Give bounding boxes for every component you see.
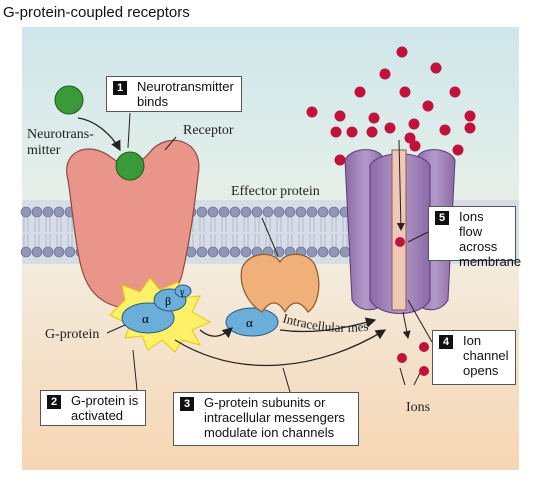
step2-callout: 2 G-protein is activated xyxy=(40,390,146,426)
step4-leader xyxy=(407,299,433,343)
receptor-protein xyxy=(66,139,200,310)
ion xyxy=(464,122,476,134)
released-ion xyxy=(397,353,407,363)
step2-number: 2 xyxy=(47,395,61,409)
step3-text: G-protein subunits or intracellular mess… xyxy=(204,395,345,440)
beta-symbol: β xyxy=(165,294,171,308)
extracellular-ions xyxy=(306,46,476,166)
step1-leader xyxy=(127,112,131,149)
ion xyxy=(430,62,442,74)
ion xyxy=(396,46,408,58)
ion xyxy=(449,86,461,98)
g-protein-label: G-protein xyxy=(45,327,100,342)
ion xyxy=(354,86,366,98)
ion xyxy=(306,106,318,118)
ion xyxy=(330,126,342,138)
g-protein-alpha xyxy=(121,302,175,334)
step2-text: G-protein is activated xyxy=(71,393,139,423)
released-ion xyxy=(419,366,429,376)
receptor-leader xyxy=(164,136,177,151)
ion xyxy=(366,126,378,138)
step1-number: 1 xyxy=(113,81,127,95)
ion xyxy=(368,112,380,124)
step1-text: Neurotransmitter binds xyxy=(137,79,234,109)
ion-flow-arrow xyxy=(396,139,405,231)
step3-number: 3 xyxy=(180,397,194,411)
ion xyxy=(384,122,396,134)
binding-arrow xyxy=(77,117,121,152)
step5-number: 5 xyxy=(435,211,449,225)
step5-text: Ions flow across membrane xyxy=(459,209,522,269)
free-alpha-subunit xyxy=(225,307,279,337)
ion xyxy=(404,132,416,144)
effector-protein xyxy=(240,253,320,314)
neurotransmitter-label: Neurotrans- mitter xyxy=(27,127,94,158)
free-alpha-symbol: α xyxy=(246,315,253,330)
receptor-label: Receptor xyxy=(183,123,234,138)
ion xyxy=(399,86,411,98)
ion xyxy=(464,110,476,122)
g-protein-gamma xyxy=(174,284,192,298)
neurotransmitter-bound xyxy=(115,151,145,181)
ions-leader xyxy=(399,367,406,386)
step2-leader xyxy=(132,349,138,391)
ions-label: Ions xyxy=(406,400,431,415)
ion xyxy=(439,124,451,136)
step4-number: 4 xyxy=(439,335,453,349)
ion xyxy=(346,126,358,138)
alpha-symbol: α xyxy=(142,311,149,326)
ion xyxy=(422,100,434,112)
released-ion xyxy=(419,342,429,352)
ion-in-channel xyxy=(395,237,405,247)
step4-callout: 4 Ion channel opens xyxy=(432,330,516,385)
ion xyxy=(408,118,420,130)
alpha-release-arrow xyxy=(199,327,233,338)
neurotransmitter-free xyxy=(54,85,84,115)
ion xyxy=(334,154,346,166)
step5-callout: 5 Ions flow across membrane xyxy=(428,206,521,269)
ion xyxy=(409,140,421,152)
ion-exit-arrow xyxy=(402,311,411,339)
ion xyxy=(379,68,391,80)
step4-text: Ion channel opens xyxy=(463,333,509,378)
gamma-symbol: γ xyxy=(179,287,185,298)
ion xyxy=(334,110,346,122)
ions-leader-2 xyxy=(413,372,421,386)
subunit-modulation-arrow xyxy=(174,329,387,367)
step3-callout: 3 G-protein subunits or intracellular me… xyxy=(173,392,359,446)
effector-protein-label: Effector protein xyxy=(231,184,320,199)
messenger-arrow xyxy=(279,317,377,333)
effector-leader xyxy=(261,217,279,257)
step3-leader xyxy=(282,367,291,393)
g-protein-leader xyxy=(106,324,126,334)
step1-callout: 1 Neurotransmitter binds xyxy=(106,76,242,112)
diagram-title: G-protein-coupled receptors xyxy=(3,4,190,21)
ion xyxy=(452,144,464,156)
step5-leader xyxy=(407,231,429,243)
